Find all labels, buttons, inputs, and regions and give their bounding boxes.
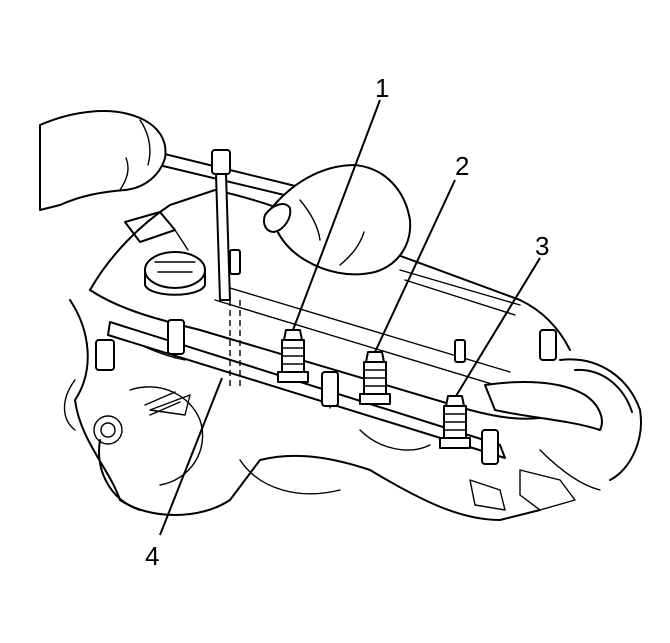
intake-manifold <box>63 299 541 521</box>
right-side-hoses <box>229 249 642 511</box>
valve-cover <box>89 189 571 420</box>
leader-line-3 <box>455 257 541 397</box>
spark-plug-1 <box>277 329 309 383</box>
callout-3: 3 <box>535 231 549 261</box>
callout-1: 1 <box>375 73 389 103</box>
right-hand <box>263 164 412 276</box>
spark-plug-3 <box>439 395 471 449</box>
callout-2: 2 <box>455 151 469 181</box>
leader-line-1 <box>292 99 381 331</box>
oil-filler-cap <box>124 211 206 296</box>
phantom-lines <box>229 300 241 390</box>
leader-line-4 <box>159 377 223 536</box>
leader-line-2 <box>374 179 456 353</box>
spark-plug-2 <box>359 351 391 405</box>
left-hand <box>39 110 167 211</box>
callout-4: 4 <box>145 541 159 571</box>
